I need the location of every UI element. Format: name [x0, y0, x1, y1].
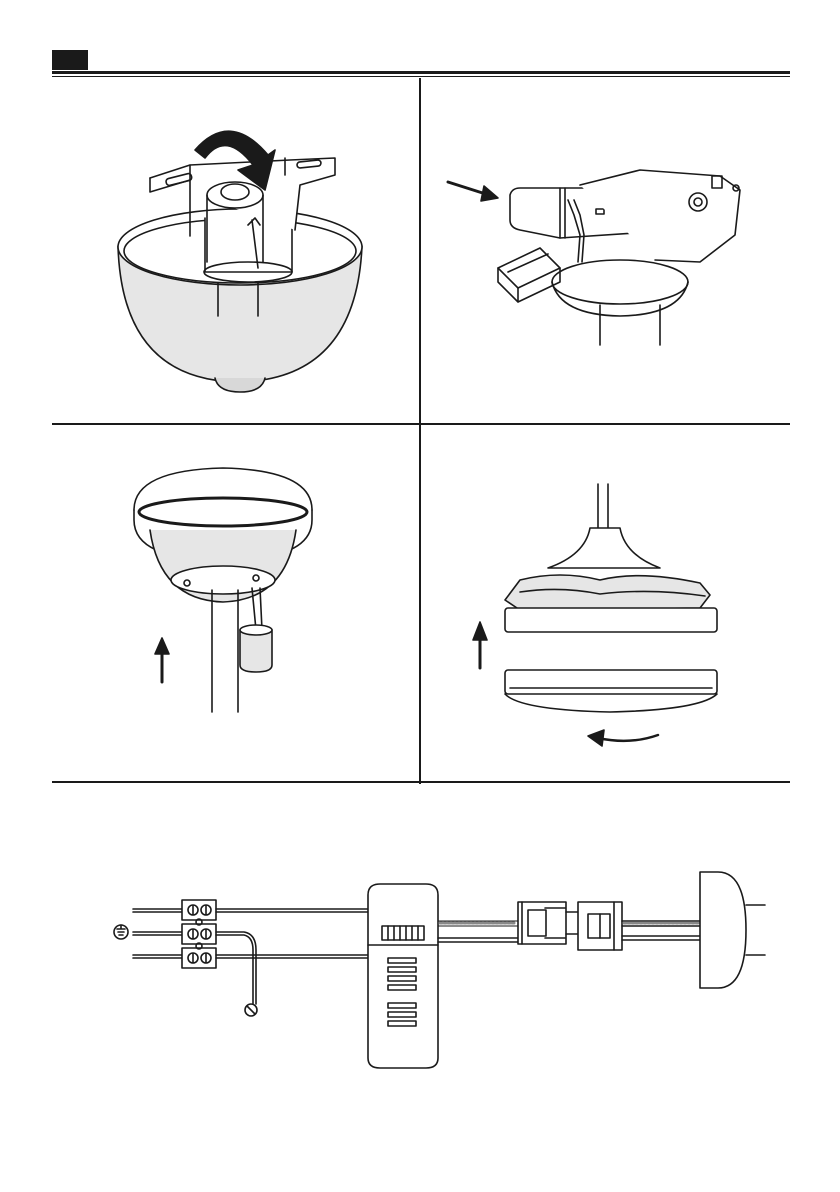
plug-connector-right: [578, 902, 622, 950]
terminal-block: [182, 900, 216, 968]
panel-1-canopy-bracket: [118, 131, 362, 392]
plug-connector-left: [518, 902, 566, 944]
panel-4-collar-cover: [473, 484, 717, 746]
panel-2-connector-bracket: [448, 170, 740, 345]
receiver-box: [368, 884, 438, 1068]
fan-motor-housing: [700, 872, 765, 988]
panel-5-wiring-diagram: [114, 872, 765, 1068]
panel-3-canopy-screw: [134, 468, 312, 712]
